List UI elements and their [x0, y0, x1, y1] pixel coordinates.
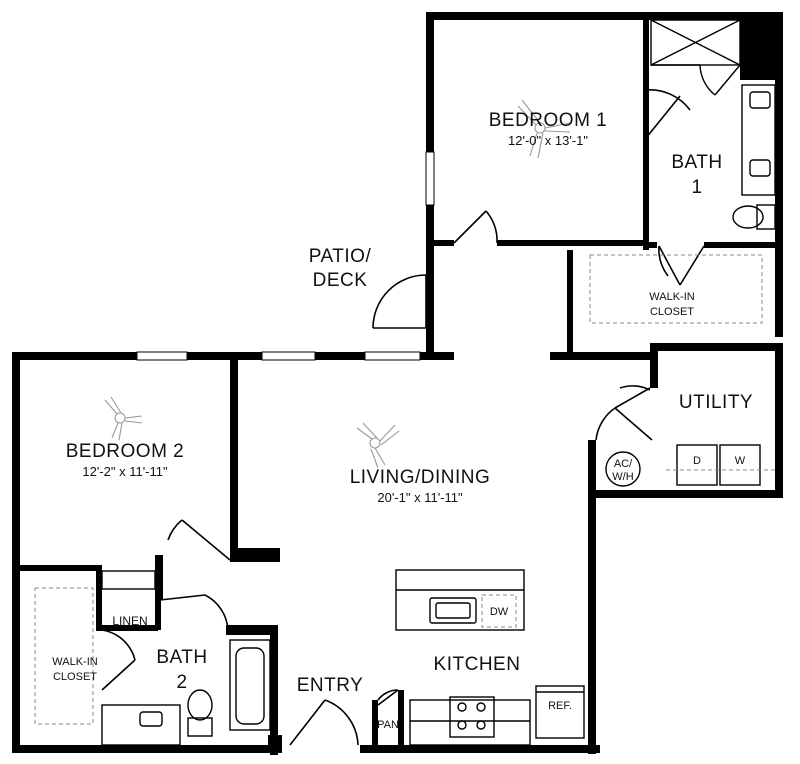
pantry-label: PAN — [377, 719, 399, 731]
walkin2-label-1: WALK-IN — [52, 656, 97, 668]
bedroom2-door — [167, 519, 231, 561]
bedroom1-dims: 12'-0" x 13'-1" — [508, 133, 588, 148]
utility-label: UTILITY — [679, 392, 753, 413]
dryer-box — [676, 444, 718, 486]
kitchen-label: KITCHEN — [434, 654, 521, 675]
walkin1-shelf — [589, 254, 763, 324]
window-bedroom1 — [425, 151, 435, 206]
kitchen-island — [395, 569, 525, 631]
linen-shelf — [101, 570, 156, 590]
window-living-2 — [364, 351, 421, 361]
range — [449, 696, 495, 738]
walkin2-door — [101, 629, 136, 691]
bedroom2-name: BEDROOM 2 — [66, 441, 185, 462]
walkin1-label-2: CLOSET — [650, 306, 694, 318]
window-bedroom2 — [136, 351, 188, 361]
doors — [101, 89, 705, 746]
dishwasher-label: DW — [490, 606, 509, 618]
refrigerator — [535, 685, 585, 739]
walkin2-label-2: CLOSET — [53, 671, 97, 683]
bath2-door — [159, 594, 229, 631]
utility-door — [614, 385, 653, 441]
patio-label-1: PATIO/ — [309, 246, 372, 267]
dishwasher-outline — [481, 594, 517, 628]
ceiling-fans — [104, 99, 571, 469]
acwh-door — [595, 407, 616, 441]
bath2-sink — [139, 711, 163, 727]
pantry-door — [377, 689, 399, 706]
bath1-label-2: 1 — [691, 177, 702, 198]
living-name: LIVING/DINING — [350, 467, 491, 488]
bath2-vanity — [101, 704, 181, 746]
bath2-label-2: 2 — [176, 672, 187, 693]
bath1-label-1: BATH — [671, 152, 722, 173]
acwh-label-1: AC/ — [614, 458, 633, 470]
bedroom2-dims: 12'-2" x 11'-11" — [82, 464, 168, 479]
labels: BEDROOM 1 12'-0" x 13'-1" BATH 1 WALK-IN… — [52, 110, 753, 731]
walls — [12, 12, 783, 755]
kitchen-sink — [429, 597, 477, 624]
entry-door — [289, 699, 359, 746]
entry-label: ENTRY — [297, 675, 364, 696]
patio-label-2: DECK — [313, 270, 368, 291]
window-living-1 — [261, 351, 316, 361]
fan-icon-bedroom1 — [517, 99, 571, 159]
walkin2-shelf — [34, 587, 94, 725]
bath1-sink-a — [749, 91, 771, 109]
bath1-door — [645, 89, 691, 139]
walkin1-label-1: WALK-IN — [649, 291, 694, 303]
bath1-shower-x — [650, 19, 741, 66]
bedroom1-name: BEDROOM 1 — [489, 110, 608, 131]
acwh-unit — [605, 451, 641, 487]
refrigerator-label: REF. — [548, 700, 572, 712]
linen-label: LINEN — [112, 614, 147, 628]
bath1-vanity — [741, 84, 776, 196]
windows — [136, 151, 435, 361]
fan-icon-living — [356, 422, 400, 469]
bath2-toilet-bowl — [187, 689, 213, 721]
dryer-label: D — [693, 455, 701, 467]
walkin1-door — [658, 245, 705, 286]
bath2-toilet-tank — [187, 717, 213, 737]
acwh-label-2: W/H — [612, 471, 633, 483]
patio-door — [372, 274, 427, 329]
bath2-label-1: BATH — [156, 647, 207, 668]
bath1-toilet-tank — [756, 204, 776, 230]
bath2-tub — [229, 639, 271, 731]
bath1-toilet-bowl — [732, 205, 764, 229]
fan-icon-bedroom2 — [104, 396, 143, 441]
washer-box — [719, 444, 761, 486]
living-dims: 20'-1" x 11'-11" — [377, 490, 463, 505]
kitchen-counter — [409, 699, 531, 746]
bedroom1-door — [453, 210, 498, 244]
bath1-sink-b — [749, 159, 771, 177]
washer-label: W — [735, 455, 746, 467]
fixtures — [34, 19, 776, 746]
